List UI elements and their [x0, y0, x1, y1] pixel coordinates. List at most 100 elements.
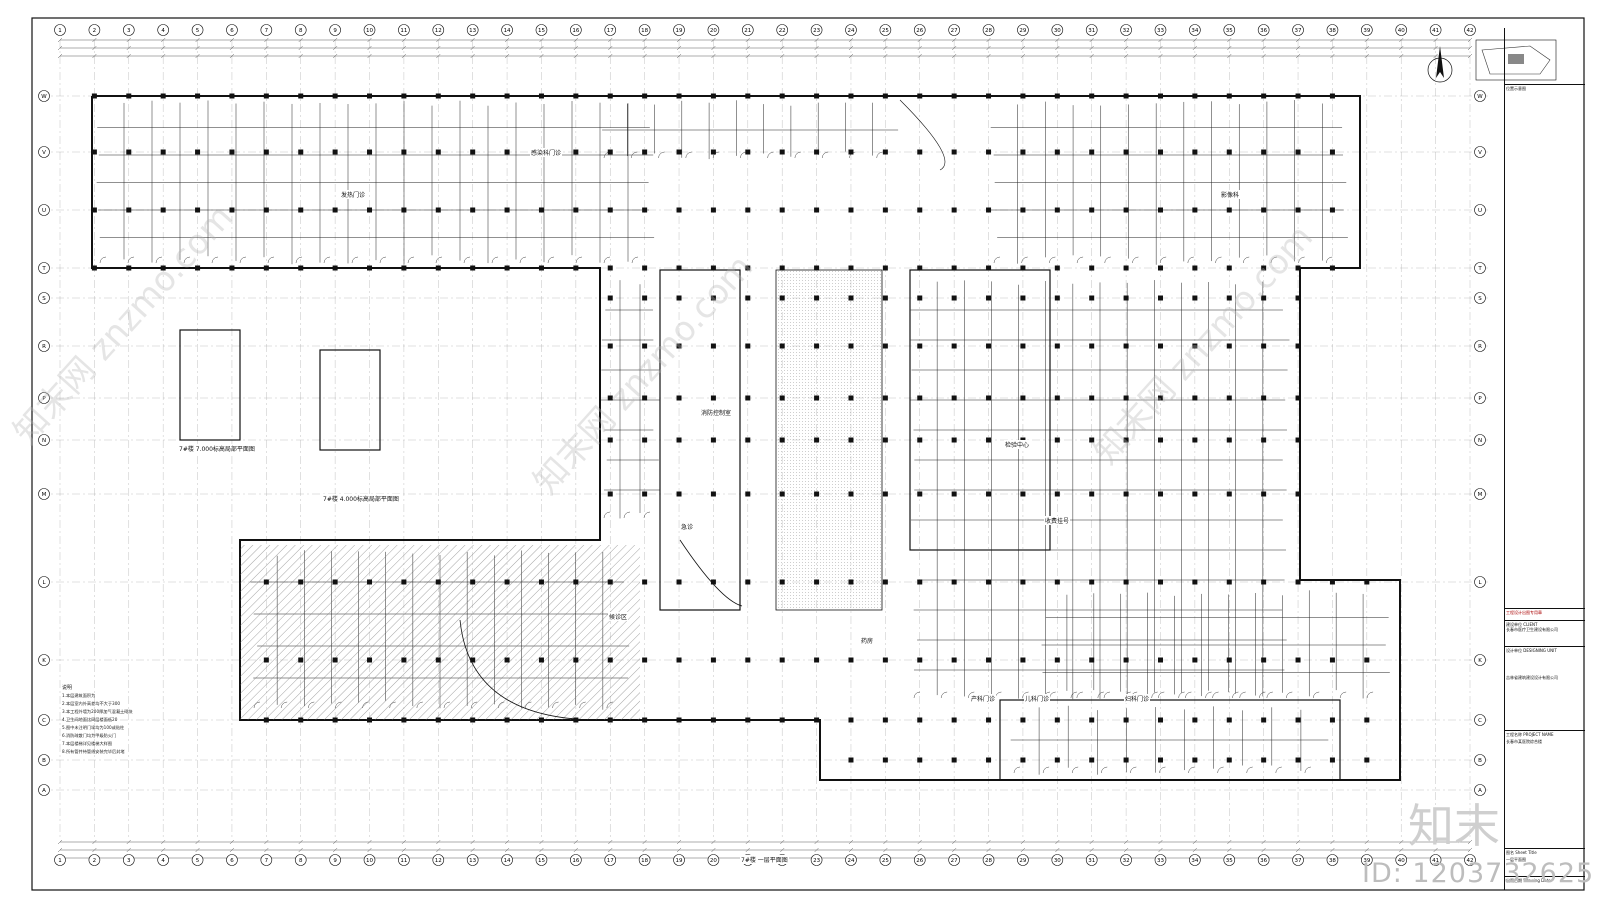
structural-column: [986, 491, 992, 497]
structural-column: [607, 717, 613, 723]
structural-column: [1157, 343, 1163, 349]
grid-bubble: [948, 24, 960, 36]
door-swing: [794, 151, 801, 159]
grid-bubble: [1017, 854, 1029, 866]
grid-number-label: 10: [366, 28, 373, 34]
dimension-tick: [1261, 839, 1266, 845]
grid-number-label: 20: [710, 28, 717, 34]
structural-column: [470, 93, 476, 99]
structural-column: [986, 437, 992, 443]
grid-bubble: [466, 854, 479, 866]
dimension-tick: [92, 53, 97, 59]
grid-bubble: [38, 576, 50, 588]
dimension-tick: [92, 45, 97, 51]
structural-column: [917, 395, 923, 401]
structural-column: [848, 437, 854, 443]
dimension-tick: [1330, 53, 1335, 59]
structural-column: [538, 657, 544, 663]
grid-letter-label: A: [1478, 788, 1482, 794]
dimension-tick: [436, 45, 441, 51]
dimension-tick: [814, 53, 819, 59]
dimension-tick: [504, 37, 510, 43]
grid-letter-label: V: [1478, 150, 1482, 156]
structural-column: [814, 491, 820, 497]
grid-bubble: [226, 854, 238, 866]
dimension-tick: [1227, 53, 1232, 59]
dimension-tick: [57, 53, 63, 59]
note-line: 7.本层楼梯详见楼梯大样图: [62, 741, 113, 746]
dimension-tick: [229, 37, 235, 43]
door-swing: [1232, 691, 1239, 699]
structural-column: [676, 395, 682, 401]
dimension-tick: [745, 45, 750, 51]
dimension-tick: [401, 37, 407, 43]
grid-number-label: 8: [299, 28, 303, 34]
dimension-tick: [332, 53, 338, 59]
grid-bubble: [776, 24, 788, 36]
structural-column: [917, 657, 923, 663]
structural-column: [1329, 207, 1335, 213]
structural-column: [1157, 437, 1163, 443]
structural-column: [917, 93, 923, 99]
structural-column: [367, 265, 373, 271]
client-label: 建设单位 CLIENT: [1505, 620, 1585, 628]
dimension-tick: [848, 847, 854, 853]
structural-column: [1329, 579, 1335, 585]
structural-column: [1089, 657, 1095, 663]
structural-column: [1089, 437, 1095, 443]
dimension-tick: [608, 45, 613, 51]
dimension-tick: [539, 45, 544, 51]
grid-number-label: 28: [985, 858, 992, 864]
dimension-tick: [367, 839, 372, 845]
door-swing: [685, 151, 692, 159]
note-line: 6.消防疏散门均为甲级防火门: [62, 733, 117, 738]
structural-column: [986, 395, 992, 401]
structural-column: [1295, 491, 1301, 497]
dimension-tick: [1123, 37, 1129, 43]
structural-column: [745, 265, 751, 271]
dimension-tick: [1123, 45, 1129, 51]
grid-number-label: 15: [538, 858, 545, 864]
door-swing: [267, 256, 275, 264]
structural-column: [848, 395, 854, 401]
grid-bubble: [1474, 714, 1486, 726]
structural-column: [504, 207, 510, 213]
structural-column: [676, 295, 682, 301]
structural-column: [504, 717, 510, 723]
structural-column: [1020, 265, 1026, 271]
grid-bubble: [38, 654, 50, 666]
structural-column: [986, 149, 992, 155]
structural-column: [573, 717, 579, 723]
grid-bubble: [1292, 854, 1304, 866]
grid-bubble: [1154, 24, 1167, 36]
grid-bubble: [38, 754, 50, 766]
structural-column: [1089, 395, 1095, 401]
dimension-tick: [952, 37, 957, 43]
structural-column: [1089, 579, 1095, 585]
structural-column: [917, 491, 923, 497]
structural-column: [229, 149, 235, 155]
dimension-tick: [1123, 847, 1129, 853]
structural-column: [745, 295, 751, 301]
grid-bubble: [1223, 24, 1236, 36]
dimension-tick: [1158, 839, 1163, 845]
dimension-tick: [1227, 847, 1232, 853]
structural-column: [332, 207, 338, 213]
dimension-tick: [1330, 847, 1335, 853]
door-swing: [1246, 766, 1253, 774]
door-swing: [519, 256, 527, 264]
door-swing: [1259, 691, 1266, 699]
structural-column: [951, 437, 957, 443]
structural-column: [607, 295, 613, 301]
grid-number-label: 10: [366, 858, 373, 864]
structural-column: [986, 657, 992, 663]
structural-column: [1261, 491, 1267, 497]
structural-column: [882, 757, 888, 763]
curved-wall: [459, 619, 601, 721]
dimension-tick: [1123, 839, 1129, 845]
grid-number-label: 12: [435, 28, 442, 34]
structural-column: [1192, 149, 1198, 155]
dimension-tick: [1158, 45, 1163, 51]
door-swing: [1212, 691, 1219, 699]
structural-column: [1089, 265, 1095, 271]
